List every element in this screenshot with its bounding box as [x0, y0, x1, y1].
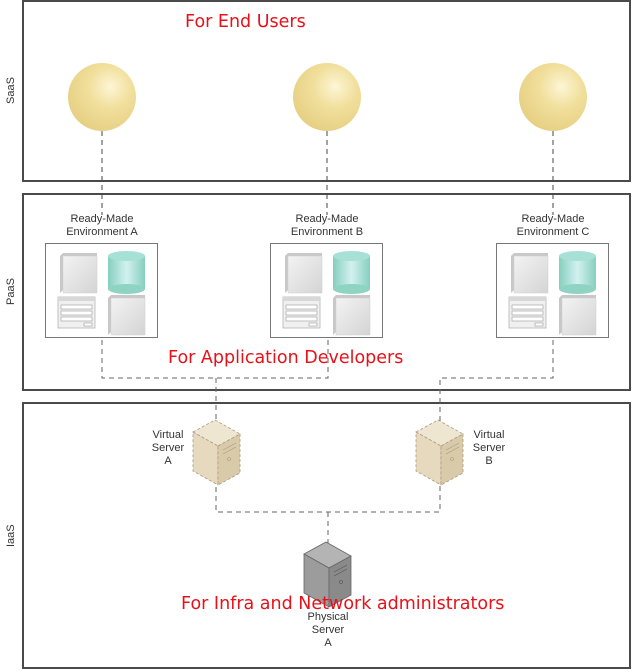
physical-server-label-line3: A	[324, 637, 332, 649]
virtual-server-b-label-line1: Virtual	[473, 429, 505, 441]
virtual-server-a-label-line3: A	[164, 455, 172, 467]
environment-b-title-line1: Ready-Made	[295, 213, 359, 225]
end-user-sphere-icon	[519, 63, 587, 131]
physical-server-label-line1: Physical	[307, 611, 349, 623]
physical-server-label: Physical Server A	[300, 611, 356, 650]
environment-a-title: Ready-Made Environment A	[37, 213, 167, 239]
saas-caption: For End Users	[185, 12, 306, 32]
environment-c-icons	[508, 251, 597, 336]
database-icon	[108, 251, 145, 294]
physical-server-label-line2: Server	[311, 624, 345, 636]
virtual-server-b-label-line2: Server	[472, 442, 506, 454]
virtual-server-a-label-line2: Server	[151, 442, 185, 454]
virtual-server-a-icon	[192, 419, 241, 486]
virtual-server-b-label-line3: B	[485, 455, 493, 467]
physical-server-icon	[303, 541, 352, 608]
environment-c-title-line2: Environment C	[516, 226, 590, 238]
virtual-server-a-label-line1: Virtual	[152, 429, 184, 441]
environment-a-title-line1: Ready-Made	[70, 213, 134, 225]
form-window-icon	[508, 296, 547, 329]
paas-caption: For Application Developers	[168, 348, 404, 368]
database-icon	[333, 251, 370, 294]
environment-b-title: Ready-Made Environment B	[262, 213, 392, 239]
virtual-server-b-icon	[415, 419, 464, 486]
form-window-icon	[282, 296, 321, 329]
environment-c-title: Ready-Made Environment C	[488, 213, 618, 239]
environment-c-title-line1: Ready-Made	[521, 213, 585, 225]
iaas-tier	[22, 402, 631, 669]
end-user-sphere-icon	[68, 63, 136, 131]
connector-env-c	[439, 340, 554, 440]
virtual-server-b-label: Virtual Server B	[469, 429, 509, 468]
virtual-server-a-label: Virtual Server A	[148, 429, 188, 468]
form-window-icon	[57, 296, 96, 329]
database-icon	[559, 251, 596, 294]
environment-a-title-line2: Environment A	[66, 226, 138, 238]
environment-b-title-line2: Environment B	[290, 226, 364, 238]
end-user-sphere-icon	[293, 63, 361, 131]
environment-b-icons	[282, 251, 371, 336]
environment-a-icons	[57, 251, 146, 336]
connector-env-ab	[101, 340, 329, 379]
iaas-caption: For Infra and Network administrators	[181, 594, 505, 614]
